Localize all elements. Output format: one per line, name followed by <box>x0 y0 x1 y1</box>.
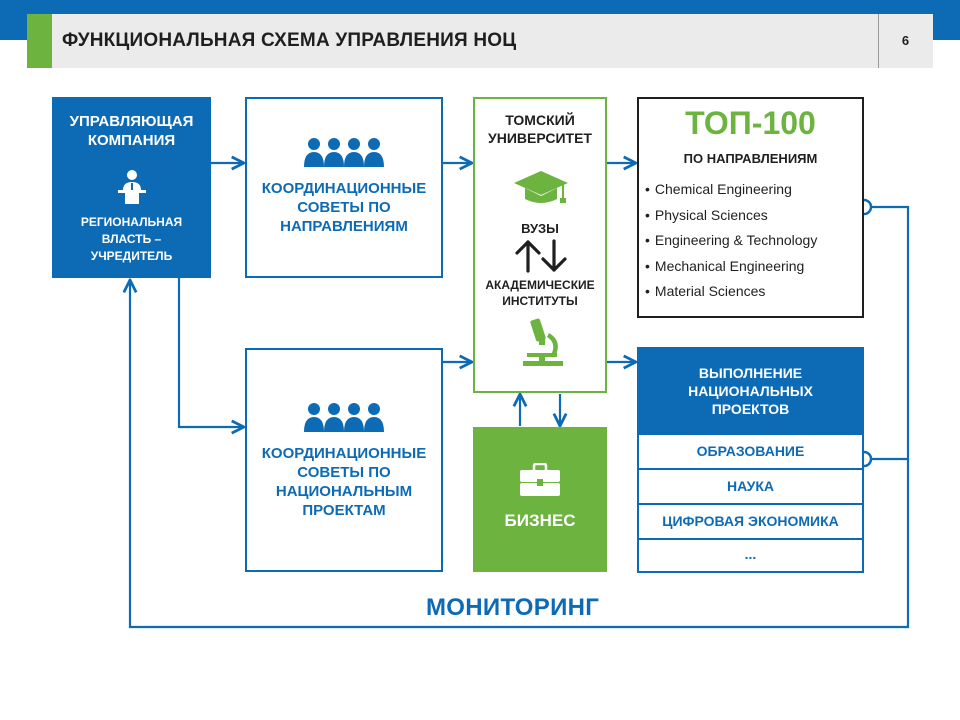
council-national-label: КООРДИНАЦИОННЫЕ СОВЕТЫ ПО НАЦИОНАЛЬНЫМ П… <box>261 445 427 519</box>
graduation-cap-icon <box>514 171 568 203</box>
list-item: Physical Sciences <box>645 203 817 229</box>
list-item: Engineering & Technology <box>645 228 817 254</box>
top100-title: ТОП-100 <box>685 105 816 141</box>
list-item: Mechanical Engineering <box>645 254 817 280</box>
management-company-box: УПРАВЛЯЮЩАЯ КОМПАНИЯ РЕГИОНАЛЬНАЯ ВЛАСТЬ… <box>52 97 211 278</box>
top100-subtitle: ПО НАПРАВЛЕНИЯМ <box>683 151 818 166</box>
national-project-row: ОБРАЗОВАНИЕ <box>639 433 862 468</box>
national-project-row: НАУКА <box>639 468 862 503</box>
management-title: УПРАВЛЯЮЩАЯ КОМПАНИЯ <box>69 113 194 149</box>
monitoring-label: МОНИТОРИНГ <box>426 594 600 621</box>
list-item: Chemical Engineering <box>645 177 817 203</box>
national-projects-title: ВЫПОЛНЕНИЕ НАЦИОНАЛЬНЫХ ПРОЕКТОВ <box>688 365 813 417</box>
page-title: ФУНКЦИОНАЛЬНАЯ СХЕМА УПРАВЛЕНИЯ НОЦ <box>62 30 517 51</box>
briefcase-icon <box>520 463 560 496</box>
arrow-management-to-national-council <box>177 278 244 427</box>
list-item: Material Sciences <box>645 279 817 305</box>
presenter-icon <box>118 170 146 204</box>
national-projects-header: ВЫПОЛНЕНИЕ НАЦИОНАЛЬНЫХ ПРОЕКТОВ <box>639 349 862 433</box>
national-project-row: ... <box>639 538 862 573</box>
header-separator <box>878 14 879 68</box>
header-bar <box>27 14 933 68</box>
university-title: ТОМСКИЙ УНИВЕРСИТЕТ <box>488 112 592 146</box>
people-group-icon <box>304 403 384 432</box>
national-projects-box: ВЫПОЛНЕНИЕ НАЦИОНАЛЬНЫХ ПРОЕКТОВ ОБРАЗОВ… <box>637 347 864 573</box>
national-project-row: ЦИФРОВАЯ ЭКОНОМИКА <box>639 503 862 538</box>
business-box: БИЗНЕС <box>473 427 607 572</box>
top100-box: ТОП-100 ПО НАПРАВЛЕНИЯМ Chemical Enginee… <box>637 97 864 318</box>
page-number: 6 <box>901 33 910 48</box>
monitoring-feedback-line <box>130 205 910 629</box>
institutes-label: АКАДЕМИЧЕСКИЕ ИНСТИТУТЫ <box>485 278 595 308</box>
universities-label: ВУЗЫ <box>521 221 559 236</box>
business-label: БИЗНЕС <box>504 511 576 530</box>
university-box: ТОМСКИЙ УНИВЕРСИТЕТ ВУЗЫ АКАДЕМИЧЕСКИЕ И… <box>473 97 607 393</box>
up-down-arrows-icon <box>515 239 567 273</box>
top100-list: Chemical Engineering Physical Sciences E… <box>645 177 817 305</box>
management-subtitle: РЕГИОНАЛЬНАЯ ВЛАСТЬ – УЧРЕДИТЕЛЬ <box>80 215 183 263</box>
council-directions-box: КООРДИНАЦИОННЫЕ СОВЕТЫ ПО НАПРАВЛЕНИЯМ <box>245 97 443 278</box>
header-accent <box>27 14 52 68</box>
council-directions-label: КООРДИНАЦИОННЫЕ СОВЕТЫ ПО НАПРАВЛЕНИЯМ <box>261 180 427 235</box>
people-group-icon <box>304 138 384 167</box>
microscope-icon <box>523 318 563 366</box>
council-national-box: КООРДИНАЦИОННЫЕ СОВЕТЫ ПО НАЦИОНАЛЬНЫМ П… <box>245 348 443 572</box>
